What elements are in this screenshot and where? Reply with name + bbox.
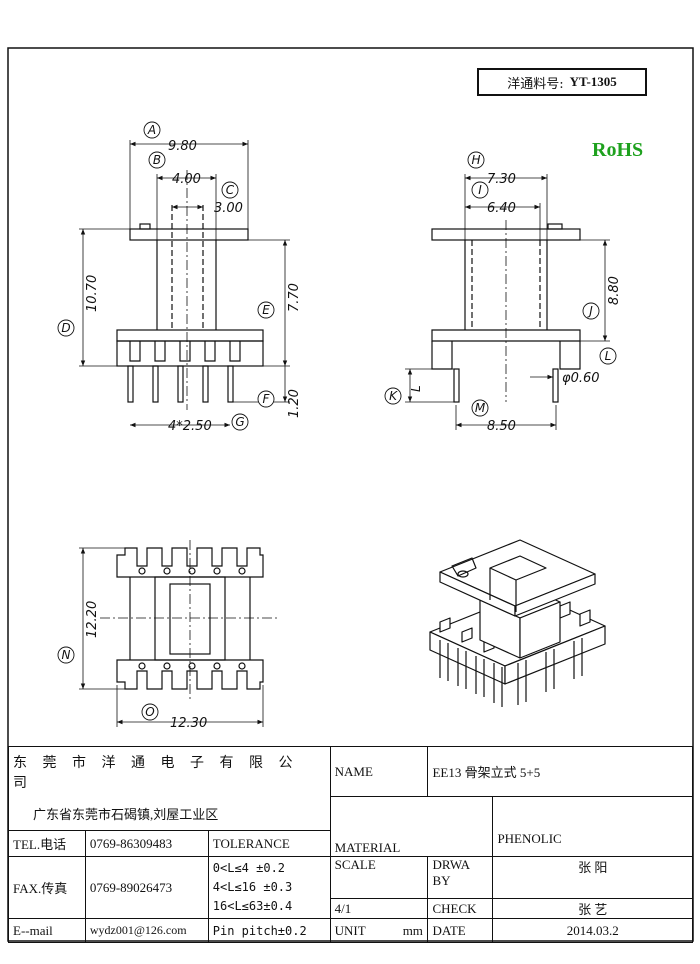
tolerance-row-3: 16<L≤63±0.4 <box>212 899 293 913</box>
marker-k: K <box>389 389 398 403</box>
tolerance-row-2: 4<L≤16 ±0.3 <box>212 880 293 894</box>
bottom-view-markers <box>57 646 159 721</box>
side-view-dimensions <box>405 174 610 430</box>
marker-i: I <box>478 183 482 197</box>
dim-1-20: 1.20 <box>287 389 302 418</box>
scale-value: 4/1 <box>329 898 429 919</box>
dim-7-30: 7.30 <box>487 172 516 187</box>
marker-a: A <box>147 123 156 137</box>
company-name: 东 莞 市 洋 通 电 子 有 限 公 司 <box>13 755 299 791</box>
marker-g: G <box>235 415 244 429</box>
scale-label: SCALE <box>329 856 429 899</box>
bottom-view <box>100 540 280 700</box>
side-view-markers <box>384 151 617 417</box>
bottom-view-dimensions <box>79 547 264 727</box>
dim-9-80: 9.80 <box>168 139 197 154</box>
side-view <box>431 220 581 403</box>
dim-4-00: 4.00 <box>172 172 201 187</box>
part-number-label: 洋通料号: <box>507 76 564 92</box>
part-number-value: YT-1305 <box>569 74 617 89</box>
name-label: NAME <box>329 746 429 797</box>
dim-3-00: 3.00 <box>214 201 243 216</box>
front-view <box>116 170 264 410</box>
email-label: E--mail <box>8 918 86 943</box>
check-value: 张 艺 <box>492 898 693 919</box>
tel-label: TEL.电话 <box>8 830 86 857</box>
unit-cell: UNIT mm <box>329 918 429 943</box>
tolerance-row-4: Pin pitch±0.2 <box>207 918 331 943</box>
dim-7-70: 7.70 <box>287 283 302 312</box>
tel-value: 0769-86309483 <box>84 830 209 857</box>
check-label: CHECK <box>427 898 494 919</box>
dim-pin-pitch: 4*2.50 <box>168 419 212 434</box>
dim-k-length: L <box>409 385 423 392</box>
dim-12-30: 12.30 <box>170 716 207 731</box>
fax-value: 0769-89026473 <box>84 856 209 919</box>
fax-label: FAX.传真 <box>8 856 86 919</box>
marker-j: J <box>587 304 593 318</box>
marker-b: B <box>153 153 161 167</box>
tolerance-label: TOLERANCE <box>207 830 331 857</box>
date-value: 2014.03.2 <box>492 918 693 943</box>
marker-f: F <box>263 392 271 406</box>
front-view-dimensions <box>79 140 290 428</box>
dim-10-70: 10.70 <box>85 275 100 312</box>
drawn-value: 张 阳 <box>492 856 693 899</box>
email-value: wydz001@126.com <box>84 918 209 943</box>
marker-o: O <box>145 705 154 719</box>
dim-6-40: 6.40 <box>487 201 516 216</box>
marker-n: N <box>62 648 71 662</box>
company-address: 广东省东莞市石碣镇,刘屋工业区 <box>8 796 331 831</box>
name-value: EE13 骨架立式 5+5 <box>427 746 693 797</box>
drawn-label: DRWA BY <box>427 856 494 899</box>
unit-label: UNIT <box>334 922 366 938</box>
rohs-mark: RoHS <box>592 139 644 161</box>
marker-h: H <box>471 153 480 167</box>
unit-value: mm <box>402 922 423 938</box>
part-number-box: 洋通料号: YT-1305 <box>477 68 647 96</box>
material-value: PHENOLIC <box>492 830 693 857</box>
marker-m: M <box>475 401 486 415</box>
tolerance-table: 0<L≤4 ±0.2 4<L≤16 ±0.3 16<L≤63±0.4 <box>207 856 331 919</box>
front-view-markers <box>57 121 275 431</box>
material-label: MATERIAL <box>329 830 494 857</box>
date-label: DATE <box>427 918 494 943</box>
dim-8-80: 8.80 <box>607 276 622 305</box>
marker-l: L <box>605 349 612 363</box>
dim-pin-diameter: φ0.60 <box>562 371 600 386</box>
dim-12-20: 12.20 <box>85 601 100 638</box>
marker-e: E <box>262 303 270 317</box>
company-cell: 东 莞 市 洋 通 电 子 有 限 公 司 <box>8 746 331 797</box>
tolerance-row-1: 0<L≤4 ±0.2 <box>212 861 286 875</box>
marker-c: C <box>226 183 235 197</box>
title-block: 东 莞 市 洋 通 电 子 有 限 公 司 NAME EE13 骨架立式 5+5… <box>8 746 693 943</box>
isometric-view <box>429 539 606 707</box>
marker-d: D <box>61 321 70 335</box>
dim-8-50: 8.50 <box>487 419 516 434</box>
